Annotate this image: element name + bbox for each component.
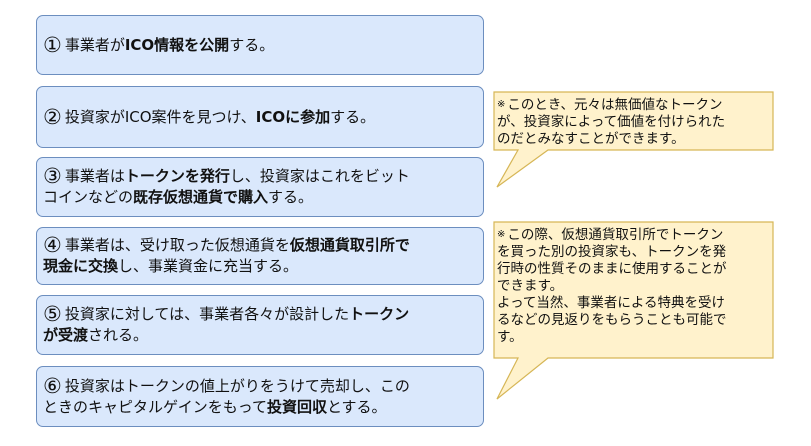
step-text: ときのキャピタルゲインをもって — [43, 397, 267, 416]
step-text: する。 — [229, 35, 275, 54]
step-text: コインなどの — [43, 188, 134, 206]
step-number: ② — [43, 104, 62, 129]
step-text: 投資家はトークンの値上がりをうけて売却し、この — [64, 376, 410, 395]
note-text: この際、仮想通貨取引所でトークン — [507, 227, 724, 243]
note-line: が、投資家によって価値を付けられた — [497, 114, 725, 131]
step-text: 事業者は、受け取った仮想通貨を — [64, 236, 290, 254]
emphasis-text: 既存仮想通貨で購入 — [133, 188, 269, 206]
emphasis-text: が受渡 — [43, 326, 89, 344]
emphasis-text: トークン — [349, 305, 410, 323]
emphasis-text: ICO情報を公開 — [124, 35, 230, 54]
emphasis-text: トークンを発行 — [124, 167, 230, 185]
emphasis-text: 仮想通貨取引所で — [289, 236, 410, 254]
step-line: コインなどの既存仮想通貨で購入する。 — [43, 187, 410, 208]
callout-bubble-1 — [493, 91, 774, 188]
step-line: ときのキャピタルゲインをもって投資回収とする。 — [43, 397, 410, 418]
step-number: ④ — [43, 233, 62, 257]
step-text: 事業者が — [64, 35, 125, 54]
note-text: が、投資家によって価値を付けられた — [497, 114, 726, 130]
note-line: できます。 — [497, 278, 727, 295]
note-text: を買った別の投資家も、トークンを発 — [497, 244, 727, 260]
note-1: ※このとき、元々は無価値なトークンが、投資家によって価値を付けられたのだとみなす… — [497, 96, 725, 148]
note-line: よって当然、事業者による特典を受け — [497, 295, 727, 312]
note-line: ※このとき、元々は無価値なトークン — [497, 96, 725, 114]
asterisk-mark: ※ — [497, 99, 506, 110]
step-text: される。 — [88, 326, 149, 344]
note-line: 行時の性質そのままに使用することが — [497, 261, 727, 278]
note-line: ※この際、仮想通貨取引所でトークン — [497, 226, 727, 244]
note-text: 行時の性質そのままに使用することが — [497, 261, 727, 277]
callout-bubble-2 — [493, 221, 774, 400]
note-2: ※この際、仮想通貨取引所でトークンを買った別の投資家も、トークンを発行時の性質そ… — [497, 226, 727, 346]
asterisk-mark: ※ — [497, 229, 506, 240]
step-text: し、事業資金に充当する。 — [118, 257, 299, 275]
note-text: このとき、元々は無価値なトークン — [507, 97, 723, 113]
emphasis-text: 現金に交換 — [43, 257, 119, 275]
note-line: す。 — [497, 329, 727, 346]
step-text: する。 — [268, 188, 314, 206]
note-text: よって当然、事業者による特典を受け — [497, 295, 726, 311]
note-line: のだとみなすことができます。 — [497, 131, 725, 148]
emphasis-text: 投資回収 — [266, 397, 327, 416]
step-number: ③ — [43, 164, 62, 188]
note-line: を買った別の投資家も、トークンを発 — [497, 244, 727, 261]
step-text: 事業者は — [64, 167, 125, 185]
step-text: 投資家に対しては、事業者各々が設計した — [64, 305, 350, 323]
step-text: とする。 — [326, 397, 387, 416]
note-text: るなどの見返りをもらうことも可能で — [497, 312, 727, 328]
step-line: 現金に交換し、事業資金に充当する。 — [43, 256, 410, 277]
emphasis-text: ICOに参加 — [255, 107, 331, 126]
step-text: し、投資家はこれをビット — [229, 167, 410, 185]
note-line: るなどの見返りをもらうことも可能で — [497, 312, 727, 329]
step-number: ⑥ — [43, 373, 62, 398]
step-number: ① — [43, 32, 62, 57]
note-text: す。 — [497, 329, 523, 345]
step-number: ⑤ — [43, 302, 62, 326]
note-text: のだとみなすことができます。 — [497, 131, 685, 147]
step-text: する。 — [330, 107, 376, 126]
note-text: できます。 — [497, 278, 564, 294]
step-text: 投資家がICO案件を見つけ、 — [64, 107, 256, 126]
step-line: が受渡される。 — [43, 325, 409, 346]
